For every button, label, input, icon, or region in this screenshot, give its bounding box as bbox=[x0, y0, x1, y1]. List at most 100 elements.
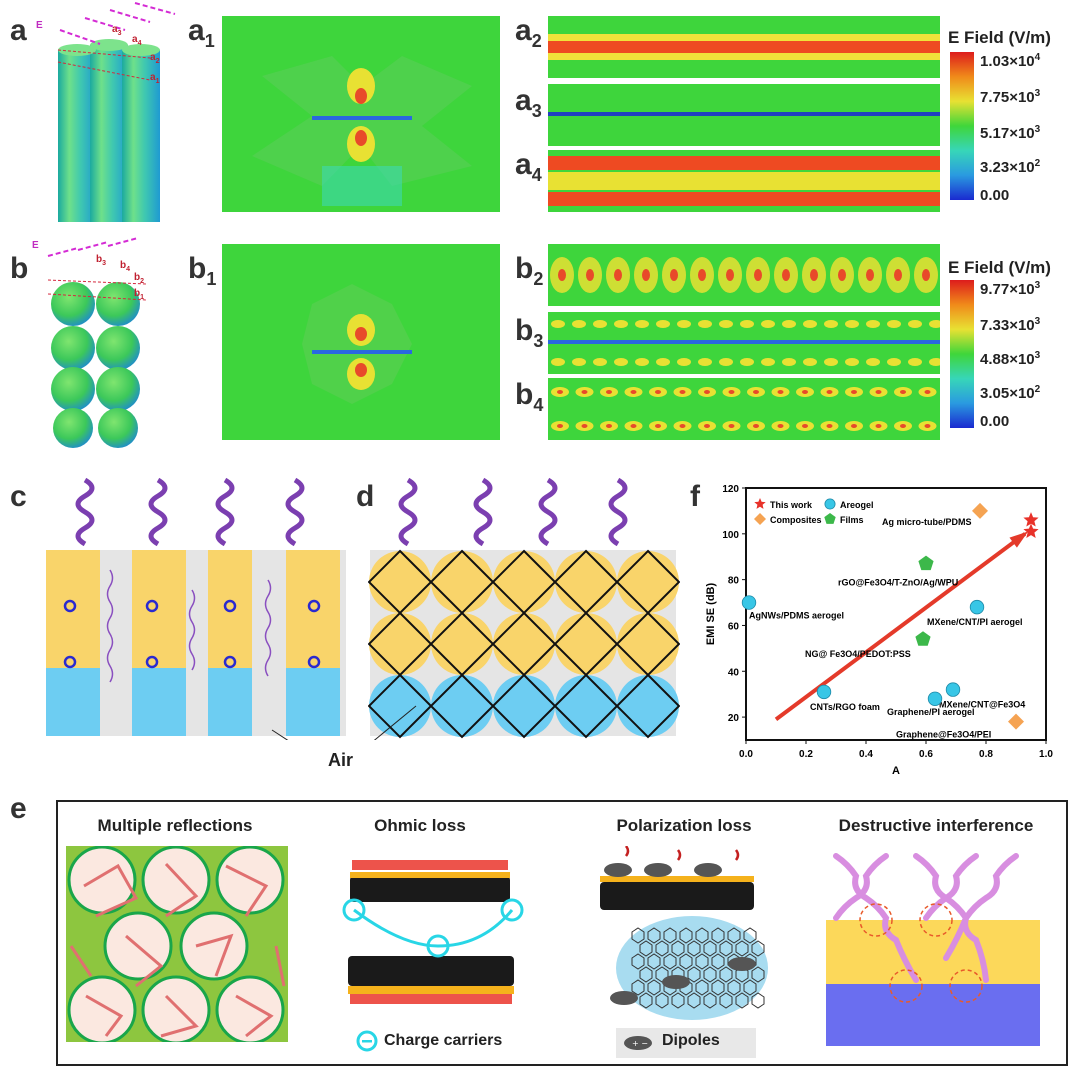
legend-marker bbox=[824, 513, 836, 524]
data-point-label: AgNWs/PDMS aerogel bbox=[749, 611, 844, 621]
b-E-label: E bbox=[32, 240, 39, 251]
x-tick-label: 1.0 bbox=[1039, 749, 1053, 760]
data-point bbox=[945, 682, 961, 697]
data-point bbox=[741, 595, 757, 610]
ohmic-loss-diagram bbox=[342, 860, 524, 1004]
field-map-a1 bbox=[222, 16, 500, 212]
y-tick-label: 20 bbox=[728, 713, 740, 724]
heading-destructive-interference: Destructive interference bbox=[838, 816, 1034, 835]
dipole-legend-bg: + − bbox=[616, 1028, 756, 1058]
colorbar-b-tick-3: 3.05×102 bbox=[980, 384, 1041, 402]
data-point bbox=[969, 599, 985, 615]
panel-label-f: f bbox=[690, 480, 700, 513]
x-tick-label: 0.0 bbox=[739, 749, 753, 760]
legend-marker bbox=[824, 498, 836, 510]
y-tick-label: 100 bbox=[722, 530, 739, 541]
destructive-interference-diagram bbox=[826, 853, 1040, 1046]
dipoles-caption: Dipoles bbox=[662, 1032, 720, 1049]
panel-label-e: e bbox=[10, 792, 27, 825]
x-tick-label: 0.4 bbox=[859, 749, 873, 760]
field-map-b1 bbox=[222, 244, 500, 440]
legend-label: Films bbox=[840, 515, 864, 525]
trend-arrow bbox=[774, 532, 1027, 721]
data-point-label: rGO@Fe3O4/T-ZnO/Ag/WPU bbox=[838, 578, 958, 588]
colorbar-a-tick-2: 5.17×103 bbox=[980, 124, 1041, 142]
panel-label-b3: b3 bbox=[515, 314, 544, 351]
dipole-icon: + − bbox=[632, 1039, 648, 1048]
cylinder-schematic bbox=[57, 2, 176, 222]
colorbar-b-tick-2: 4.88×103 bbox=[980, 350, 1041, 368]
heading-multiple-reflections: Multiple reflections bbox=[97, 816, 253, 835]
x-tick-label: 0.8 bbox=[979, 749, 993, 760]
panel-label-a: a bbox=[10, 14, 27, 47]
field-map-b2 bbox=[548, 244, 940, 306]
b2-ann: b2 bbox=[134, 272, 145, 285]
colorbar-a bbox=[950, 52, 974, 200]
data-point-label: MXene/CNT@Fe3O4 bbox=[939, 700, 1025, 710]
panel-label-a4: a4 bbox=[515, 148, 542, 185]
panel-c-diagram bbox=[46, 477, 346, 740]
a4-ann: a4 bbox=[132, 34, 142, 47]
multiple-reflections-diagram bbox=[66, 846, 288, 1042]
data-point bbox=[1008, 713, 1024, 730]
colorbar-b-tick-1: 7.33×103 bbox=[980, 316, 1041, 334]
data-point-label: MXene/CNT/PI aerogel bbox=[927, 617, 1023, 627]
y-tick-label: 120 bbox=[722, 484, 739, 495]
polarization-loss-diagram bbox=[600, 846, 768, 1020]
colorbar-a-tick-0: 1.03×104 bbox=[980, 52, 1041, 70]
b3-ann: b3 bbox=[96, 254, 107, 267]
x-tick-label: 0.2 bbox=[799, 749, 813, 760]
y-tick-label: 80 bbox=[728, 576, 740, 587]
data-point bbox=[927, 691, 943, 706]
sphere-schematic bbox=[47, 237, 147, 448]
data-point-label: CNTs/RGO foam bbox=[810, 702, 880, 712]
air-label: Air bbox=[328, 750, 354, 770]
field-map-a4 bbox=[548, 150, 940, 212]
legend-label: This work bbox=[770, 500, 813, 510]
heading-ohmic-loss: Ohmic loss bbox=[374, 816, 466, 835]
colorbar-a-tick-3: 3.23×102 bbox=[980, 158, 1041, 176]
legend-marker bbox=[754, 513, 766, 525]
chart-plot-area bbox=[745, 487, 1047, 741]
heading-polarization-loss: Polarization loss bbox=[616, 816, 752, 835]
y-tick-label: 40 bbox=[728, 667, 740, 678]
field-map-b4 bbox=[548, 378, 940, 440]
data-point bbox=[1023, 512, 1039, 527]
colorbar-b-tick-4: 0.00 bbox=[980, 413, 1010, 430]
a-E-label: E bbox=[36, 20, 43, 31]
data-point bbox=[816, 684, 832, 700]
panel-label-a2: a2 bbox=[515, 14, 542, 51]
x-tick-label: 0.6 bbox=[919, 749, 933, 760]
trend-arrow-head bbox=[1009, 531, 1029, 548]
data-point-label: NG@ Fe3O4/PEDOT:PSS bbox=[805, 649, 911, 659]
b4-ann: b4 bbox=[120, 260, 131, 273]
panel-label-b1: b1 bbox=[188, 252, 217, 289]
y-axis-label: EMI SE (dB) bbox=[705, 583, 717, 646]
panel-label-b2: b2 bbox=[515, 252, 544, 289]
field-map-a3 bbox=[548, 84, 940, 146]
data-point bbox=[1023, 523, 1039, 538]
colorbar-a-tick-1: 7.75×103 bbox=[980, 88, 1041, 106]
panel-label-b: b bbox=[10, 252, 29, 285]
data-point-label: Ag micro-tube/PDMS bbox=[882, 517, 972, 527]
panel-label-a3: a3 bbox=[515, 84, 542, 121]
field-map-b3 bbox=[548, 312, 940, 374]
y-tick-label: 60 bbox=[728, 621, 740, 632]
a1-ann: a1 bbox=[150, 72, 160, 85]
a2-ann: a2 bbox=[150, 52, 160, 65]
panel-label-d: d bbox=[356, 480, 375, 513]
legend-label: Composites bbox=[770, 515, 822, 525]
panel-label-c: c bbox=[10, 480, 27, 513]
field-map-a2 bbox=[548, 16, 940, 78]
panel-e-frame bbox=[56, 800, 1068, 1066]
b1-ann: b1 bbox=[134, 288, 145, 301]
colorbar-a-title: E Field (V/m) bbox=[948, 28, 1051, 47]
data-point bbox=[918, 555, 934, 571]
legend-label: Areogel bbox=[840, 500, 874, 510]
panel-label-a1: a1 bbox=[188, 14, 215, 51]
colorbar-b-tick-0: 9.77×103 bbox=[980, 280, 1041, 298]
colorbar-a-tick-4: 0.00 bbox=[980, 187, 1010, 204]
legend-marker bbox=[754, 498, 766, 509]
colorbar-b-title: E Field (V/m) bbox=[948, 258, 1051, 277]
